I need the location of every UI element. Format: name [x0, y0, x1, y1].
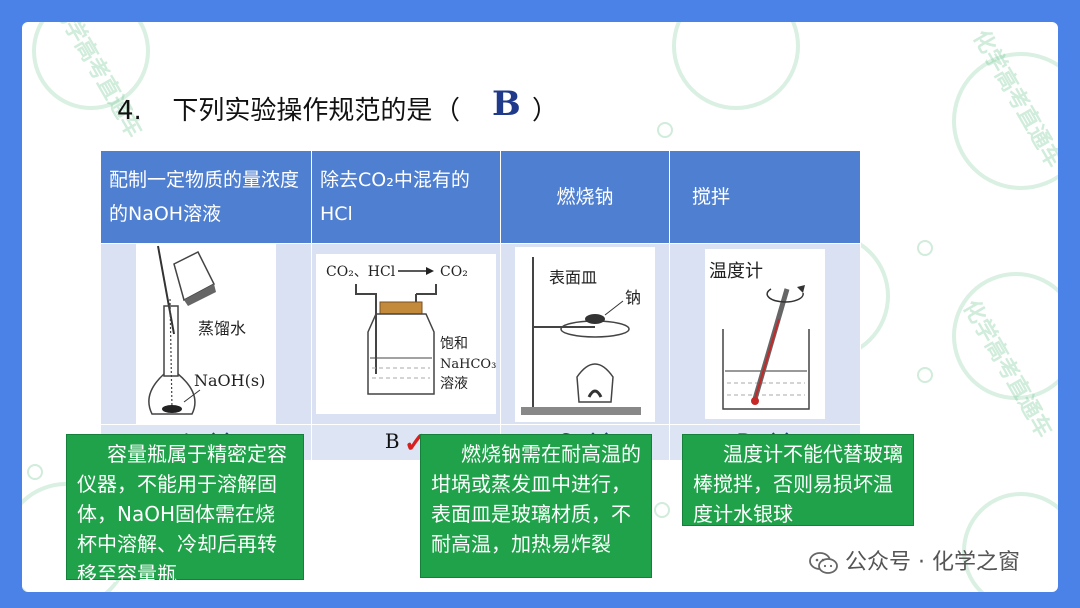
header-d: 搅拌: [669, 150, 861, 244]
label-solution: 溶液: [440, 376, 468, 392]
note-d: 温度计不能代替玻璃棒搅拌，否则易损坏温度计水银球: [682, 434, 914, 526]
question-line: 4. 下列实验操作规范的是: [117, 90, 432, 127]
question-text: 下列实验操作规范的是: [172, 96, 433, 126]
figure-b-gas-washing-bottle: CO₂、HCl CO₂ 饱和 NaHCO₃: [316, 254, 496, 414]
answer-letter: B: [492, 84, 521, 124]
figure-d-thermometer: 温度计: [705, 249, 825, 419]
options-table: 配制一定物质的量浓度的NaOH溶液 除去CO₂中混有的HCl 燃烧钠 搅拌: [100, 150, 861, 461]
figure-c-watch-glass: 表面皿 钠: [515, 246, 655, 422]
wechat-icon: [809, 552, 838, 574]
label-thermometer: 温度计: [709, 261, 763, 282]
watermark-ring: [952, 272, 1058, 400]
label-naoh-solid: NaOH(s): [194, 371, 265, 390]
label-nahco3: NaHCO₃: [440, 357, 496, 372]
question-number: 4.: [117, 96, 142, 126]
watermark-ring: [32, 22, 150, 110]
header-a: 配制一定物质的量浓度的NaOH溶液: [100, 150, 312, 244]
watermark-dot: [657, 122, 673, 138]
watermark-ring: [952, 52, 1058, 190]
flask-diagram: 蒸馏水 NaOH(s): [148, 245, 265, 415]
footer: 公众号 · 化学之窗: [809, 544, 1020, 576]
footer-text: 公众号 · 化学之窗: [845, 550, 1020, 575]
label-distilled-water: 蒸馏水: [198, 319, 246, 338]
label-gas-in: CO₂、HCl: [326, 264, 396, 280]
watch-glass-diagram: 表面皿 钠: [521, 256, 641, 415]
header-c: 燃烧钠: [500, 150, 670, 244]
open-paren: （: [434, 96, 461, 126]
watermark-dot: [27, 464, 43, 480]
table-header-row: 配制一定物质的量浓度的NaOH溶液 除去CO₂中混有的HCl 燃烧钠 搅拌: [100, 150, 861, 244]
figure-c-cell: 表面皿 钠: [500, 243, 670, 425]
figure-a-cell: 蒸馏水 NaOH(s): [100, 243, 312, 425]
thermometer-diagram: 温度计: [709, 261, 810, 410]
note-c: 燃烧钠需在耐高温的坩埚或蒸发皿中进行，表面皿是玻璃材质，不耐高温，加热易炸裂: [420, 434, 652, 578]
watermark-dot: [654, 502, 670, 518]
figure-d-cell: 温度计: [669, 243, 861, 425]
option-label-b: B: [384, 429, 400, 453]
header-b: 除去CO₂中混有的HCl: [311, 150, 501, 244]
bottle-diagram: CO₂、HCl CO₂ 饱和 NaHCO₃: [326, 264, 496, 395]
slide: 化学高考直通车 化学高考直通车 化学高考直通车 化学高考直通车 化学高考直通车 …: [22, 22, 1058, 592]
figure-row: 蒸馏水 NaOH(s) CO₂、HCl CO₂: [100, 243, 861, 425]
watermark-ring: [672, 22, 800, 110]
watermark-ring: [962, 492, 1058, 592]
label-watch-glass: 表面皿: [549, 268, 597, 287]
watermark-dot: [917, 240, 933, 256]
close-paren: ）: [532, 96, 559, 126]
label-gas-out: CO₂: [440, 264, 468, 280]
label-sodium: 钠: [625, 288, 641, 307]
note-a: 容量瓶属于精密定容仪器，不能用于溶解固体，NaOH固体需在烧杯中溶解、冷却后再转…: [66, 434, 304, 586]
figure-a-volumetric-flask: 蒸馏水 NaOH(s): [136, 244, 276, 424]
figure-b-cell: CO₂、HCl CO₂ 饱和 NaHCO₃: [311, 243, 501, 425]
label-saturated: 饱和: [440, 336, 468, 352]
watermark-dot: [917, 367, 933, 383]
